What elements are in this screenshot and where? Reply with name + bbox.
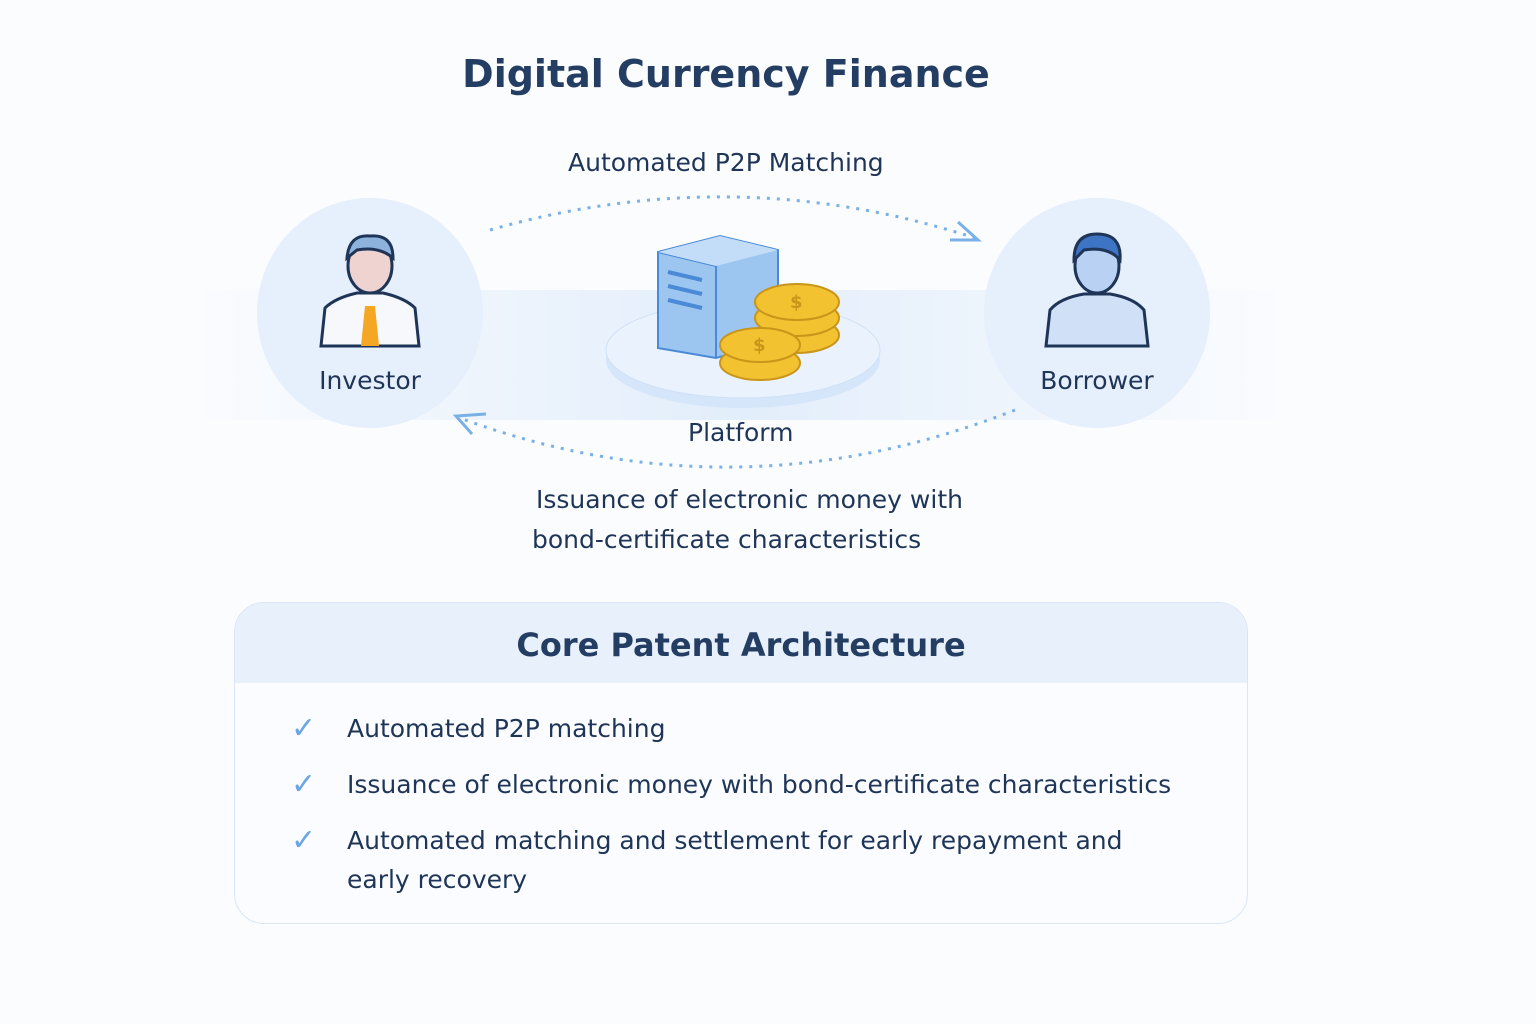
investor-label: Investor (319, 366, 421, 395)
check-icon: ✓ (291, 711, 317, 746)
list-item-text: Automated P2P matching (347, 714, 666, 743)
borrower-node: Borrower (984, 198, 1210, 428)
top-arrow-label: Automated P2P Matching (568, 148, 884, 177)
flow-arrows (452, 195, 1016, 469)
list-item-text: Automated matching and settlement for ea… (347, 826, 1123, 894)
bottom-arrow-label-line1: Issuance of electronic money with (536, 485, 963, 514)
list-item: ✓ Automated P2P matching (291, 709, 665, 748)
bottom-arrowhead (452, 412, 487, 435)
investor-node: Investor (257, 198, 483, 428)
bottom-arrow (459, 408, 1016, 469)
list-item: ✓ Issuance of electronic money with bond-… (291, 765, 1171, 804)
svg-text:$: $ (790, 292, 803, 313)
check-icon: ✓ (291, 823, 317, 858)
server-with-coins-icon: $ $ (605, 234, 881, 408)
list-item: ✓ Automated matching and settlement for e… (291, 821, 1171, 899)
top-arrowhead (950, 220, 982, 242)
page-title: Digital Currency Finance (462, 52, 990, 96)
borrower-label: Borrower (1040, 366, 1154, 395)
investor-person-icon (319, 234, 421, 348)
card-title: Core Patent Architecture (235, 603, 1247, 683)
svg-text:$: $ (753, 335, 766, 356)
bottom-arrow-label-line2: bond-certificate characteristics (532, 525, 922, 554)
core-patent-card: Core Patent Architecture ✓ Automated P2P … (234, 602, 1248, 924)
list-item-text: Issuance of electronic money with bond-c… (347, 770, 1172, 799)
platform-label: Platform (688, 418, 794, 447)
check-icon: ✓ (291, 767, 317, 802)
borrower-person-icon (1044, 232, 1150, 348)
